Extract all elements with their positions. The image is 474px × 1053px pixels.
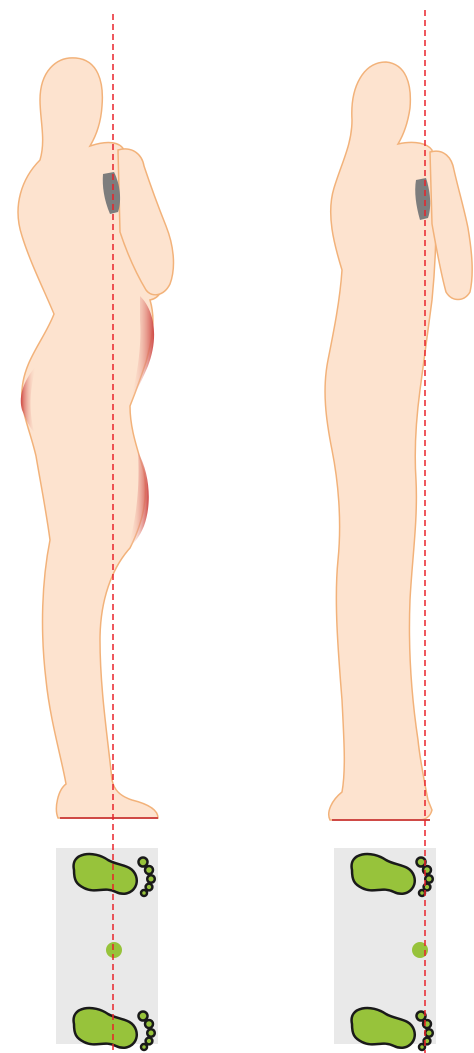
balance-plate-left <box>56 848 158 1050</box>
center-of-pressure-dot <box>106 942 122 958</box>
human-silhouette-icon <box>325 62 436 820</box>
figure-right-good-posture <box>325 62 472 820</box>
figure-left-poor-posture <box>18 58 173 818</box>
arm-outline <box>430 151 472 299</box>
balance-plate-right <box>334 848 436 1050</box>
